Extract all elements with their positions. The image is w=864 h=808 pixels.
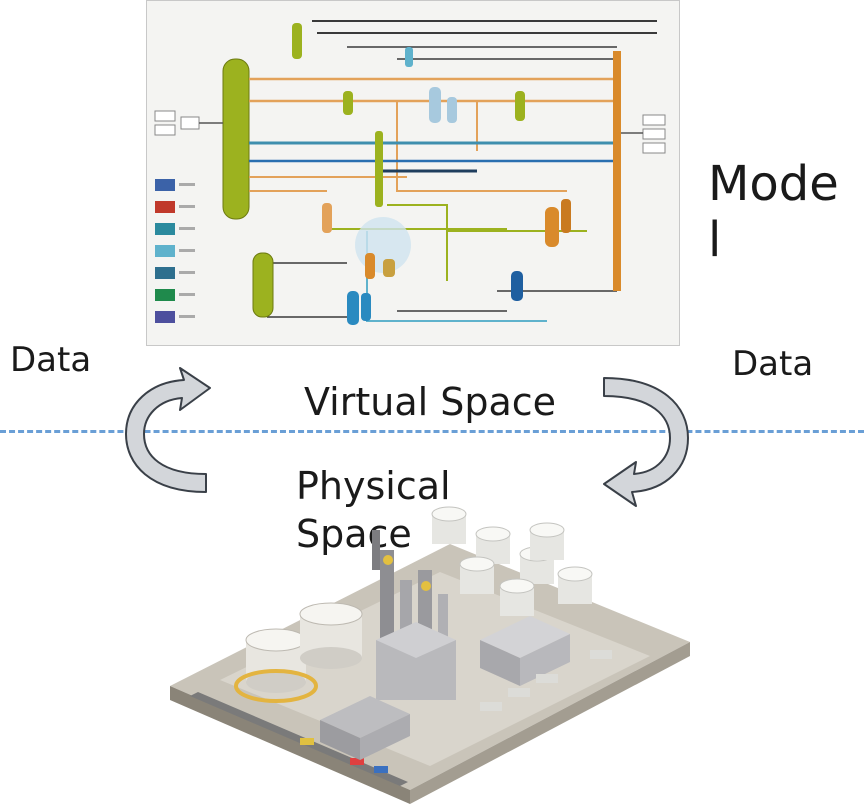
refinery-plant-illustration xyxy=(170,506,690,804)
model-label: Mode l xyxy=(708,156,858,268)
virtual-space-label: Virtual Space xyxy=(304,380,557,424)
process-flow-diagram xyxy=(146,0,680,346)
product-header xyxy=(613,51,621,291)
data-flow-up-arrow xyxy=(125,367,211,493)
storage-tank-large-left xyxy=(234,628,318,703)
data-label-left: Data xyxy=(10,340,92,380)
model-label-line-2: l xyxy=(708,212,722,268)
distillation-towers xyxy=(372,530,456,700)
physical-space-label: Physical Space xyxy=(296,462,451,558)
pfd-legend xyxy=(155,179,195,323)
data-flow-down-arrow xyxy=(603,377,689,507)
physical-space-line-2: Space xyxy=(296,512,412,556)
data-label-right: Data xyxy=(732,344,814,384)
space-divider-line xyxy=(0,430,864,433)
fractionator-column xyxy=(222,58,250,220)
tank-farm xyxy=(431,506,593,616)
model-label-line-1: Mode xyxy=(708,156,839,212)
storage-tank-large-right xyxy=(299,602,363,669)
physical-space-line-1: Physical xyxy=(296,464,451,508)
process-flow-diagram-drawing xyxy=(154,20,666,325)
